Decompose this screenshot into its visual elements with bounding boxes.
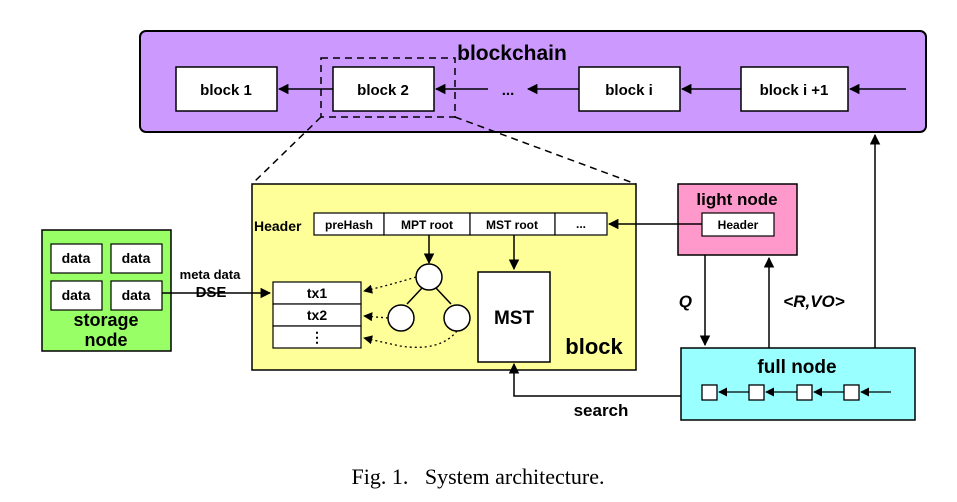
header-label: Header xyxy=(254,218,302,234)
header-field-more-label: ... xyxy=(576,217,586,231)
storage-data-cell-1-label: data xyxy=(62,250,91,266)
result-rvo-label: <R,VO> xyxy=(783,292,844,311)
block-2-label: block 2 xyxy=(357,82,409,99)
storage-data-cell-4-label: data xyxy=(122,287,151,303)
figure-caption: Fig. 1. System architecture. xyxy=(352,464,605,489)
block-1-label: block 1 xyxy=(200,82,252,99)
mst-box xyxy=(477,271,551,363)
block-2-zoom-box xyxy=(320,57,456,118)
mpt-pointer-tx1 xyxy=(363,276,417,294)
meta-data-label: meta data xyxy=(180,267,241,282)
header-field-prehash-label: preHash xyxy=(325,218,373,232)
storage-data-cell-2 xyxy=(110,243,163,274)
header-field-more xyxy=(554,212,608,236)
storage-data-cell-3 xyxy=(50,280,103,311)
full-node-title: full node xyxy=(757,357,836,378)
full-node-chain-block-4 xyxy=(843,384,860,401)
storage-data-cell-2-label: data xyxy=(122,250,151,266)
block-i-label: block i xyxy=(605,82,653,99)
search-label: search xyxy=(574,401,629,420)
blocks-ellipsis: ... xyxy=(502,82,515,99)
tx-1-label: tx1 xyxy=(307,285,327,301)
mpt-root-node xyxy=(415,263,443,291)
query-q-label: Q xyxy=(679,292,692,311)
storage-data-cell-4 xyxy=(110,280,163,311)
mpt-right-node xyxy=(443,304,471,332)
block-i-box xyxy=(578,66,681,112)
block-i-plus-1-label: block i +1 xyxy=(760,82,829,99)
zoom-line-right xyxy=(454,116,637,185)
mpt-pointer-tx-more xyxy=(363,330,458,348)
block-2-box xyxy=(332,66,435,112)
storage-data-cell-3-label: data xyxy=(62,287,91,303)
arrow-search-to-mst xyxy=(508,362,681,397)
light-node-header-label: Header xyxy=(718,218,759,232)
mpt-edge-right xyxy=(435,287,452,305)
storage-data-cell-1 xyxy=(50,243,103,274)
mpt-pointer-tx2 xyxy=(363,312,389,322)
light-node-title: light node xyxy=(696,190,777,209)
tx-more-label: ⋮ xyxy=(310,329,324,345)
mpt-edge-left xyxy=(406,287,423,305)
block-detail-label: block xyxy=(565,334,623,359)
storage-node-title-line1: storage xyxy=(73,310,138,330)
block-1-box xyxy=(175,66,278,112)
full-node-chain-block-1 xyxy=(701,384,718,401)
storage-node-title-line2: node xyxy=(85,330,128,350)
zoom-line-left xyxy=(251,116,322,185)
mst-label: MST xyxy=(494,308,535,329)
blockchain-title: blockchain xyxy=(457,42,567,65)
mpt-left-node xyxy=(387,304,415,332)
full-node-chain-block-2 xyxy=(748,384,765,401)
block-i-plus-1-box xyxy=(740,66,849,112)
dse-label: DSE xyxy=(196,284,227,301)
header-field-mpt-root-label: MPT root xyxy=(401,218,453,232)
tx-2-label: tx2 xyxy=(307,307,327,323)
header-field-mst-root-label: MST root xyxy=(486,218,538,232)
full-node-container xyxy=(680,347,916,421)
full-node-chain-block-3 xyxy=(796,384,813,401)
tx-more-cell xyxy=(272,325,362,349)
